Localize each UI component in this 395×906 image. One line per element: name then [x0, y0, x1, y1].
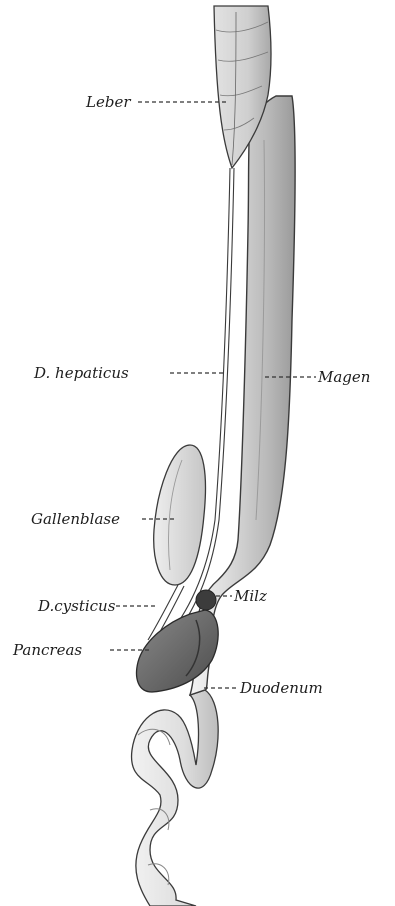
label-gallenblase: Gallenblase — [31, 512, 120, 527]
label-cysticus: D.cysticus — [38, 599, 115, 614]
label-milz: Milz — [234, 589, 267, 604]
label-duodenum: Duodenum — [240, 681, 323, 696]
label-hepaticus: D. hepaticus — [34, 366, 129, 381]
label-pancreas: Pancreas — [13, 643, 82, 658]
gallenblase-shape — [154, 445, 206, 585]
label-leber: Leber — [86, 95, 131, 110]
milz-shape — [196, 590, 216, 610]
label-magen: Magen — [318, 370, 370, 385]
duodenum-shape — [132, 690, 219, 906]
